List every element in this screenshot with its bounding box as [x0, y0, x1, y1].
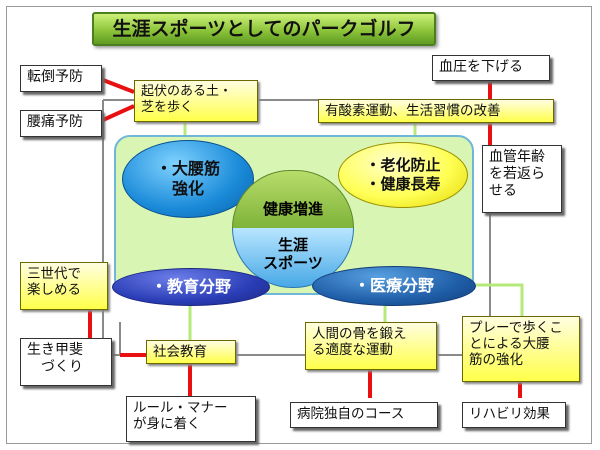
box-lower-bp: 血圧を下げる: [432, 55, 550, 81]
box-psoas-walking: プレーで歩くこ とによる大腰 筋の強化: [462, 316, 580, 382]
box-purpose-in-life: 生き甲斐 づくり: [20, 338, 112, 386]
diagram-title: 生涯スポーツとしてのパークゴルフ: [92, 12, 436, 46]
red-connector: [102, 78, 135, 94]
ellipse-anti-aging: ・老化防止 ・健康長寿: [338, 142, 468, 208]
box-aerobic: 有酸素運動、生活習慣の改善: [318, 99, 554, 123]
box-fall-prevention: 転倒予防: [20, 65, 102, 92]
red-connector: [102, 104, 135, 122]
box-hospital-course: 病院独自のコース: [290, 402, 438, 428]
green-connector: [476, 283, 524, 316]
box-rules-manners: ルール・マナー が身に着く: [126, 396, 256, 442]
box-rehab: リハビリ効果: [462, 402, 566, 428]
box-back-pain-prevention: 腰痛予防: [20, 110, 102, 137]
outer-frame: [6, 6, 592, 444]
box-strong-bones: 人間の骨を鍛え る適度な運動: [305, 322, 437, 370]
ellipse-psoas-strength: ・大腰筋 強化: [122, 140, 254, 218]
ellipse-education: ・教育分野: [112, 268, 270, 306]
box-social-education: 社会教育: [146, 340, 236, 364]
box-vascular-age: 血管年齢 を若返ら せる: [482, 145, 562, 213]
ellipse-medical: ・医療分野: [312, 266, 476, 306]
box-three-generations: 三世代で 楽しめる: [20, 262, 108, 310]
box-uneven-ground: 起伏のある土・ 芝を歩く: [134, 80, 258, 122]
